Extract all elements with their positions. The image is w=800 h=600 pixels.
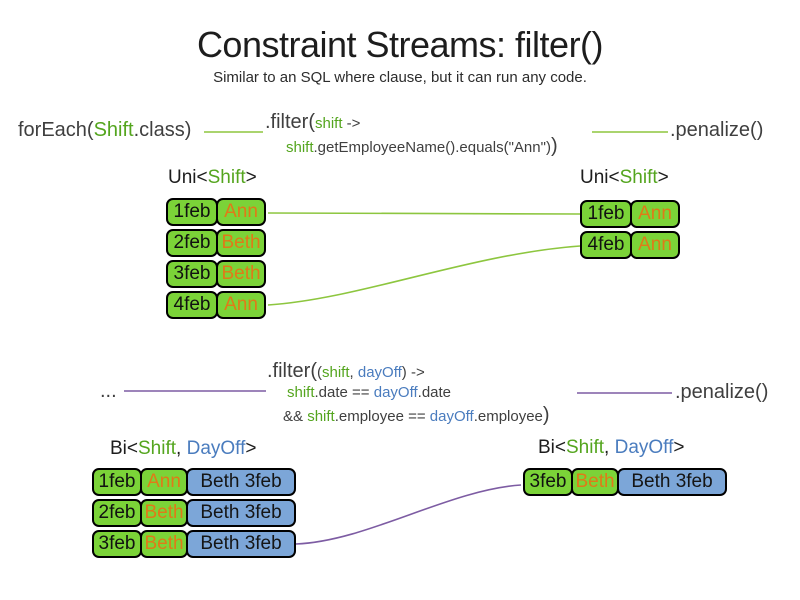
shift-date-cell: 2feb bbox=[166, 229, 218, 257]
slide-title: Constraint Streams: filter() bbox=[196, 24, 604, 65]
code-token-shift-class: Shift bbox=[93, 119, 134, 141]
code-token: .employee == bbox=[334, 408, 430, 425]
code-token: .filter( bbox=[265, 111, 315, 133]
code-token: .class) bbox=[133, 119, 192, 141]
bi-right-label: Bi<Shift, DayOff> bbox=[538, 437, 684, 459]
filter-expression-uni: .filter(shift -> bbox=[265, 112, 360, 132]
code-token-dayoff-arg: dayOff bbox=[429, 408, 474, 425]
table-row: 2feb Beth bbox=[166, 229, 266, 257]
shift-employee-cell: Beth bbox=[571, 468, 619, 496]
label-token: > bbox=[657, 167, 669, 188]
shift-employee-cell: Beth bbox=[140, 499, 188, 527]
code-token: -> bbox=[342, 115, 361, 132]
connector-uni-4feb bbox=[267, 245, 581, 306]
code-token: .date == bbox=[314, 384, 374, 401]
code-token: ( bbox=[317, 364, 322, 381]
label-token: Uni< bbox=[580, 167, 620, 188]
label-token: , bbox=[176, 438, 187, 459]
penalize-expression-bi: .penalize() bbox=[675, 381, 769, 403]
code-token-shift-arg: shift bbox=[307, 408, 335, 425]
dayoff-cell: Beth 3feb bbox=[186, 530, 296, 558]
table-row: 3feb Beth Beth 3feb bbox=[92, 530, 296, 558]
table-row: 1feb Ann Beth 3feb bbox=[92, 468, 296, 496]
label-token-dayoff-type: DayOff bbox=[614, 437, 674, 458]
label-token-shift-type: Shift bbox=[566, 437, 605, 458]
code-token-dayoff-arg: dayOff bbox=[357, 364, 402, 381]
uni-right-label: Uni<Shift> bbox=[580, 167, 669, 189]
code-token: .employee bbox=[473, 408, 543, 425]
bi-right-table: 3feb Beth Beth 3feb bbox=[523, 468, 727, 499]
shift-employee-cell: Ann bbox=[630, 231, 680, 259]
shift-date-cell: 1feb bbox=[580, 200, 632, 228]
table-row: 1feb Ann bbox=[166, 198, 266, 226]
connector-bi-3feb bbox=[295, 484, 522, 545]
code-token-shift-arg: shift bbox=[286, 139, 314, 156]
table-row: 4feb Ann bbox=[580, 231, 680, 259]
label-token: Bi< bbox=[538, 437, 566, 458]
filter-body-bi-employee: && shift.employee == dayOff.employee) bbox=[283, 405, 550, 425]
table-row: 2feb Beth Beth 3feb bbox=[92, 499, 296, 527]
filter-body-bi-date: shift.date == dayOff.date bbox=[287, 385, 451, 400]
slide-subtitle: Similar to an SQL where clause, but it c… bbox=[213, 69, 587, 86]
label-token: Uni< bbox=[168, 167, 208, 188]
dayoff-cell: Beth 3feb bbox=[186, 468, 296, 496]
code-token: .getEmployeeName().equals("Ann") bbox=[313, 139, 551, 156]
shift-employee-cell: Ann bbox=[216, 198, 266, 226]
table-row: 4feb Ann bbox=[166, 291, 266, 319]
connector-uni-1feb bbox=[267, 212, 581, 215]
shift-date-cell: 3feb bbox=[92, 530, 142, 558]
shift-date-cell: 4feb bbox=[580, 231, 632, 259]
shift-date-cell: 2feb bbox=[92, 499, 142, 527]
filter-body-uni: shift.getEmployeeName().equals("Ann")) bbox=[286, 136, 558, 156]
bi-left-table: 1feb Ann Beth 3feb 2feb Beth Beth 3feb 3… bbox=[92, 468, 296, 561]
shift-employee-cell: Beth bbox=[216, 229, 266, 257]
label-token: > bbox=[673, 437, 685, 458]
code-token: && bbox=[283, 408, 308, 425]
dayoff-cell: Beth 3feb bbox=[186, 499, 296, 527]
uni-left-label: Uni<Shift> bbox=[168, 167, 257, 189]
table-row: 1feb Ann bbox=[580, 200, 680, 228]
code-token-dayoff-arg: dayOff bbox=[373, 384, 418, 401]
uni-left-table: 1feb Ann 2feb Beth 3feb Beth 4feb Ann bbox=[166, 198, 266, 322]
shift-employee-cell: Ann bbox=[216, 291, 266, 319]
code-token: ) bbox=[542, 404, 550, 426]
code-token: .date bbox=[417, 384, 452, 401]
shift-employee-cell: Beth bbox=[140, 530, 188, 558]
shift-date-cell: 3feb bbox=[166, 260, 218, 288]
label-token-shift-type: Shift bbox=[207, 167, 246, 188]
table-row: 3feb Beth bbox=[166, 260, 266, 288]
code-token: .filter( bbox=[267, 360, 317, 382]
shift-employee-cell: Beth bbox=[216, 260, 266, 288]
shift-date-cell: 1feb bbox=[166, 198, 218, 226]
code-token-shift-arg: shift bbox=[322, 364, 350, 381]
ellipsis-stream-source: ... bbox=[100, 380, 117, 402]
label-token-shift-type: Shift bbox=[619, 167, 658, 188]
code-token-shift-arg: shift bbox=[287, 384, 315, 401]
dayoff-cell: Beth 3feb bbox=[617, 468, 727, 496]
label-token: Bi< bbox=[110, 438, 138, 459]
uni-right-table: 1feb Ann 4feb Ann bbox=[580, 200, 680, 262]
shift-employee-cell: Ann bbox=[630, 200, 680, 228]
table-row: 3feb Beth Beth 3feb bbox=[523, 468, 727, 496]
code-token: ) -> bbox=[401, 364, 425, 381]
penalize-expression-uni: .penalize() bbox=[670, 119, 764, 141]
label-token-dayoff-type: DayOff bbox=[186, 438, 246, 459]
code-token-shift-arg: shift bbox=[315, 115, 343, 132]
code-token: ) bbox=[550, 135, 558, 157]
shift-employee-cell: Ann bbox=[140, 468, 188, 496]
bi-left-label: Bi<Shift, DayOff> bbox=[110, 438, 256, 460]
label-token: > bbox=[245, 438, 257, 459]
label-token-shift-type: Shift bbox=[138, 438, 177, 459]
label-token: , bbox=[604, 437, 615, 458]
shift-date-cell: 4feb bbox=[166, 291, 218, 319]
code-token: , bbox=[349, 364, 358, 381]
filter-expression-bi: .filter((shift, dayOff) -> bbox=[267, 361, 425, 381]
code-token: forEach( bbox=[18, 119, 94, 141]
foreach-expression: forEach(Shift.class) bbox=[18, 120, 191, 140]
label-token: > bbox=[245, 167, 257, 188]
shift-date-cell: 3feb bbox=[523, 468, 573, 496]
shift-date-cell: 1feb bbox=[92, 468, 142, 496]
